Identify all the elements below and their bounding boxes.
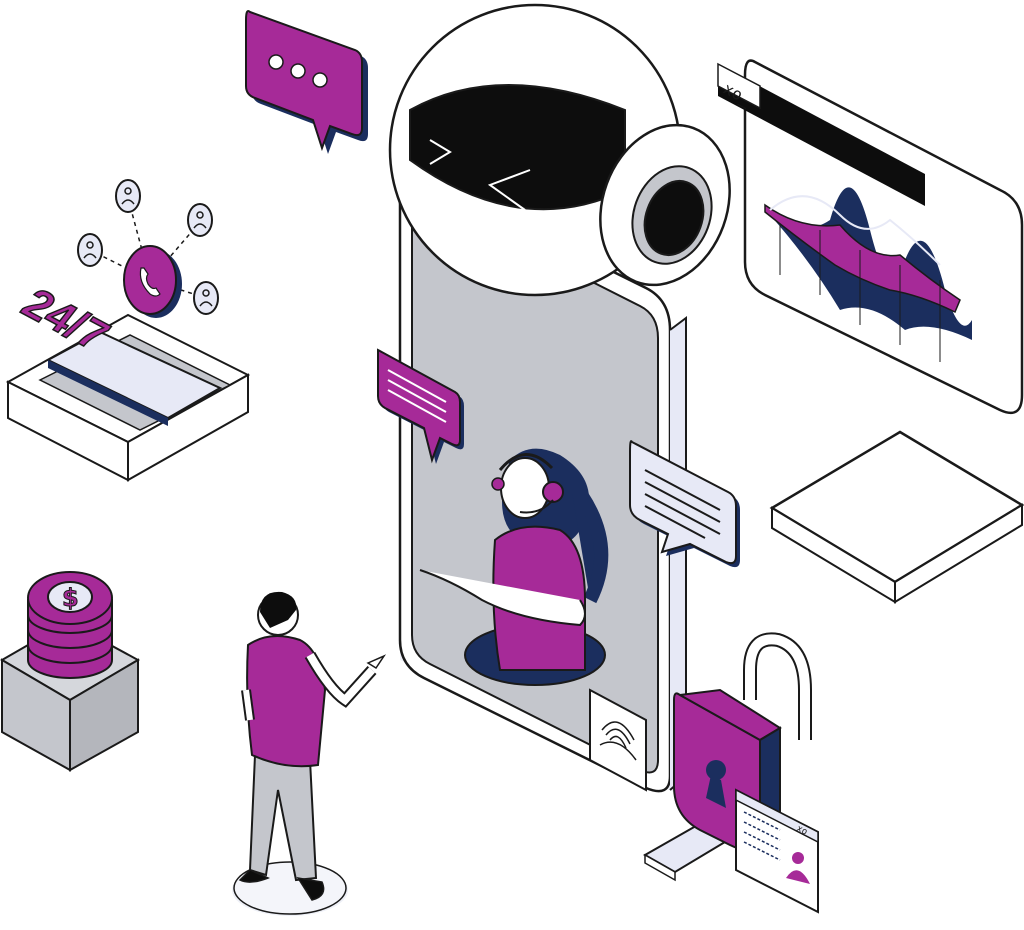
tablet-device	[45, 330, 223, 426]
fingerprint-icon	[589, 688, 647, 792]
user-node-icon	[115, 179, 141, 213]
chart-window: xo_	[717, 59, 1024, 415]
user-node-icon	[187, 203, 213, 237]
phone-network	[77, 179, 219, 318]
profile-card-controls: xo	[795, 824, 809, 838]
message-lines-icon	[629, 440, 740, 568]
message-lines-icon	[377, 348, 464, 464]
currency-symbol: $	[62, 584, 79, 612]
camera-lens-icon	[599, 123, 731, 287]
profile-card: xo	[735, 788, 819, 914]
phone-icon	[123, 245, 182, 318]
chat-bubble-icon	[245, 10, 368, 154]
user-node-icon	[193, 281, 219, 315]
coin-stack-icon: $	[27, 571, 113, 679]
ai-tile: AI	[769, 430, 1024, 604]
support-agent-icon	[419, 448, 609, 686]
wave-graph	[764, 187, 972, 362]
person-icon	[233, 591, 387, 915]
user-node-icon	[77, 233, 103, 267]
